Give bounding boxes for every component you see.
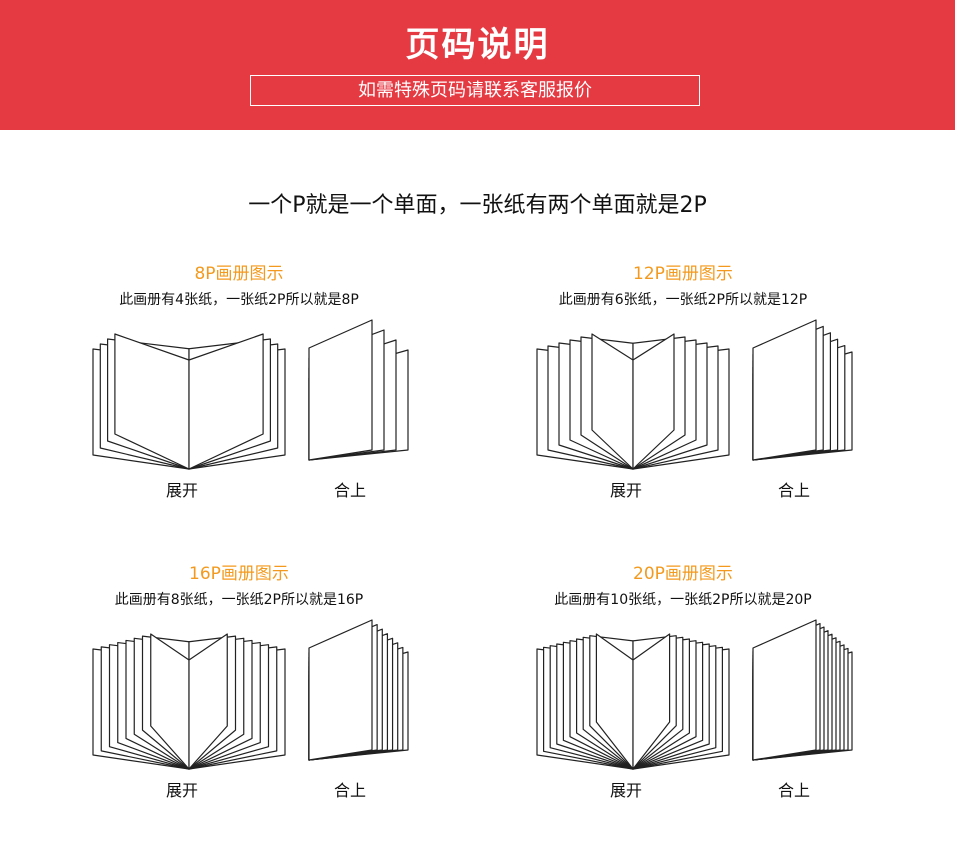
- open-book-caption: 展开: [609, 781, 642, 800]
- open-book-diagram: [92, 633, 286, 770]
- open-book-caption: 展开: [165, 781, 198, 800]
- card-title: 20P画册图示: [633, 564, 733, 584]
- card-description: 此画册有10张纸，一张纸2P所以就是20P: [554, 592, 812, 608]
- page-title: 页码说明: [405, 25, 550, 65]
- card-description: 此画册有8张纸，一张纸2P所以就是16P: [114, 592, 364, 608]
- closed-book-caption: 合上: [777, 781, 810, 800]
- card-8p: 8P画册图示 此画册有4张纸，一张纸2P所以就是8P 展开 合上: [0, 262, 478, 512]
- closed-leaf: [752, 319, 817, 461]
- open-leaf-right: [632, 333, 675, 470]
- header-banner: 页码说明 如需特殊页码请联系客服报价: [0, 0, 955, 130]
- closed-book-caption: 合上: [333, 481, 366, 500]
- book-diagrams: [536, 319, 853, 470]
- closed-leaf: [308, 319, 373, 461]
- closed-book-diagram: [752, 619, 853, 761]
- open-book-caption: 展开: [165, 481, 198, 500]
- book-diagrams: [92, 619, 409, 770]
- card-16p: 16P画册图示 此画册有8张纸，一张纸2P所以就是16P 展开 合上: [0, 562, 478, 812]
- card-12p: 12P画册图示 此画册有6张纸，一张纸2P所以就是12P 展开 合上: [444, 262, 922, 512]
- card-description: 此画册有6张纸，一张纸2P所以就是12P: [558, 292, 808, 308]
- open-leaf-right: [188, 633, 228, 770]
- book-diagrams: [92, 319, 409, 470]
- card-title: 16P画册图示: [189, 564, 289, 584]
- card-title: 12P画册图示: [633, 264, 733, 284]
- open-book-diagram: [536, 633, 730, 770]
- card-20p: 20P画册图示 此画册有10张纸，一张纸2P所以就是20P 展开 合上: [444, 562, 922, 812]
- closed-leaf: [308, 619, 373, 761]
- closed-book-caption: 合上: [333, 781, 366, 800]
- open-book-caption: 展开: [609, 481, 642, 500]
- main-description: 一个P就是一个单面，一张纸有两个单面就是2P: [248, 193, 707, 218]
- header-subtitle-box: 如需特殊页码请联系客服报价: [250, 75, 700, 106]
- closed-book-caption: 合上: [777, 481, 810, 500]
- card-description: 此画册有4张纸，一张纸2P所以就是8P: [119, 292, 359, 308]
- closed-leaf: [752, 619, 817, 761]
- open-leaf-right: [188, 333, 264, 470]
- closed-book-diagram: [308, 619, 409, 761]
- open-leaf-right: [632, 633, 671, 770]
- card-title: 8P画册图示: [194, 264, 284, 284]
- open-book-diagram: [92, 333, 286, 470]
- book-diagrams: [536, 619, 853, 770]
- closed-book-diagram: [752, 319, 853, 461]
- closed-book-diagram: [308, 319, 409, 461]
- open-book-diagram: [536, 333, 730, 470]
